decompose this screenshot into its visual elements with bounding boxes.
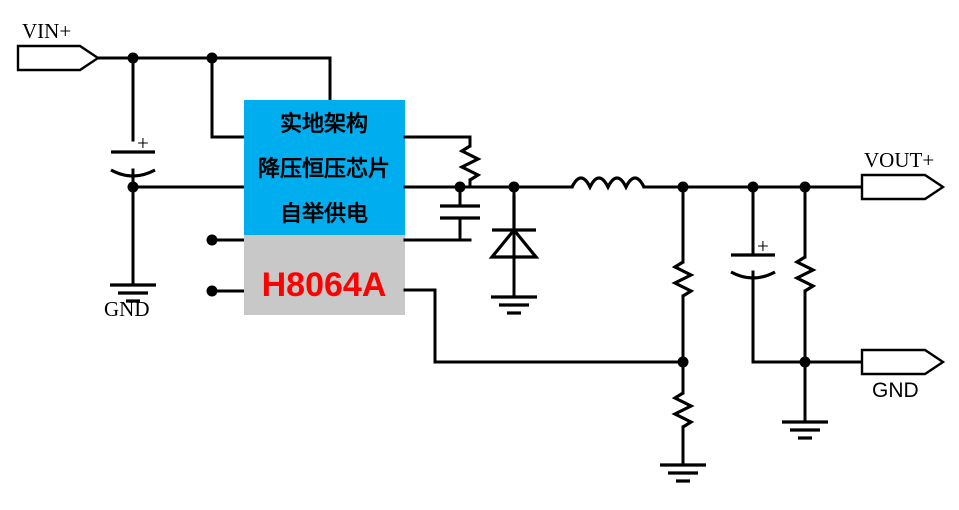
- ground-symbol-input: [110, 283, 156, 303]
- ic-body-bottom-gray: [244, 235, 405, 315]
- component-r-fb-upper: [671, 185, 695, 364]
- gnd-input-label: GND: [104, 297, 150, 321]
- r-load-zigzag: [793, 255, 817, 293]
- ground-symbol-diode: [491, 295, 537, 315]
- ic-body-top-blue: [244, 100, 405, 235]
- vout-port-shape: [860, 173, 946, 201]
- port-vout-plus[interactable]: VOUT+: [860, 148, 946, 201]
- component-c-input: +: [110, 131, 156, 189]
- ground-symbol-feedback: [660, 463, 706, 483]
- port-vin-plus[interactable]: VIN+: [16, 19, 101, 72]
- junction-vin-cap: [127, 52, 139, 64]
- ic-description-line-3: 自举供电: [280, 201, 368, 227]
- ic-part-number: H8064A: [262, 266, 387, 304]
- junction-gnd-output: [799, 356, 811, 368]
- vin-port-shape: [16, 44, 101, 72]
- c-output-lead-bottom: [751, 270, 807, 364]
- ground-symbol-output: [782, 420, 828, 440]
- vout-port-label: VOUT+: [864, 148, 934, 172]
- c-input-polarity-label: +: [137, 131, 149, 155]
- component-c-boot: [440, 185, 480, 242]
- vin-port-label: VIN+: [22, 19, 71, 43]
- ic-description-line-2: 降压恒压芯片: [258, 156, 390, 182]
- junction-switch-diode: [508, 181, 520, 193]
- r-fb-upper-zigzag: [671, 260, 695, 298]
- component-d-freewheel: [488, 195, 540, 299]
- port-gnd-output[interactable]: GND: [860, 348, 946, 402]
- c-output-polarity-label: +: [757, 234, 769, 258]
- r-boot-zigzag: [458, 144, 482, 182]
- r-fb-lower-zigzag: [671, 391, 695, 429]
- l-output-coils: [570, 176, 646, 191]
- terminal-ic-pin-left-3: [206, 285, 218, 297]
- junction-gnd-rail: [127, 181, 139, 193]
- wire-vin-to-ic-left: [210, 56, 246, 139]
- wire-ic-pin-fb: [403, 288, 437, 364]
- terminal-ic-pin-left-2: [206, 234, 218, 246]
- component-l-output: [570, 176, 685, 191]
- ic-body[interactable]: 实地架构 降压恒压芯片 自举供电 H8064A: [244, 100, 405, 315]
- component-r-fb-lower: [671, 360, 695, 467]
- junction-vin-ic: [206, 52, 218, 64]
- gnd-output-label: GND: [872, 379, 919, 402]
- component-r-load: [793, 185, 817, 364]
- gnd-port-shape: [860, 348, 946, 376]
- component-r-boot: [458, 135, 482, 189]
- component-c-output: +: [730, 185, 807, 364]
- ic-description-line-1: 实地架构: [280, 111, 368, 137]
